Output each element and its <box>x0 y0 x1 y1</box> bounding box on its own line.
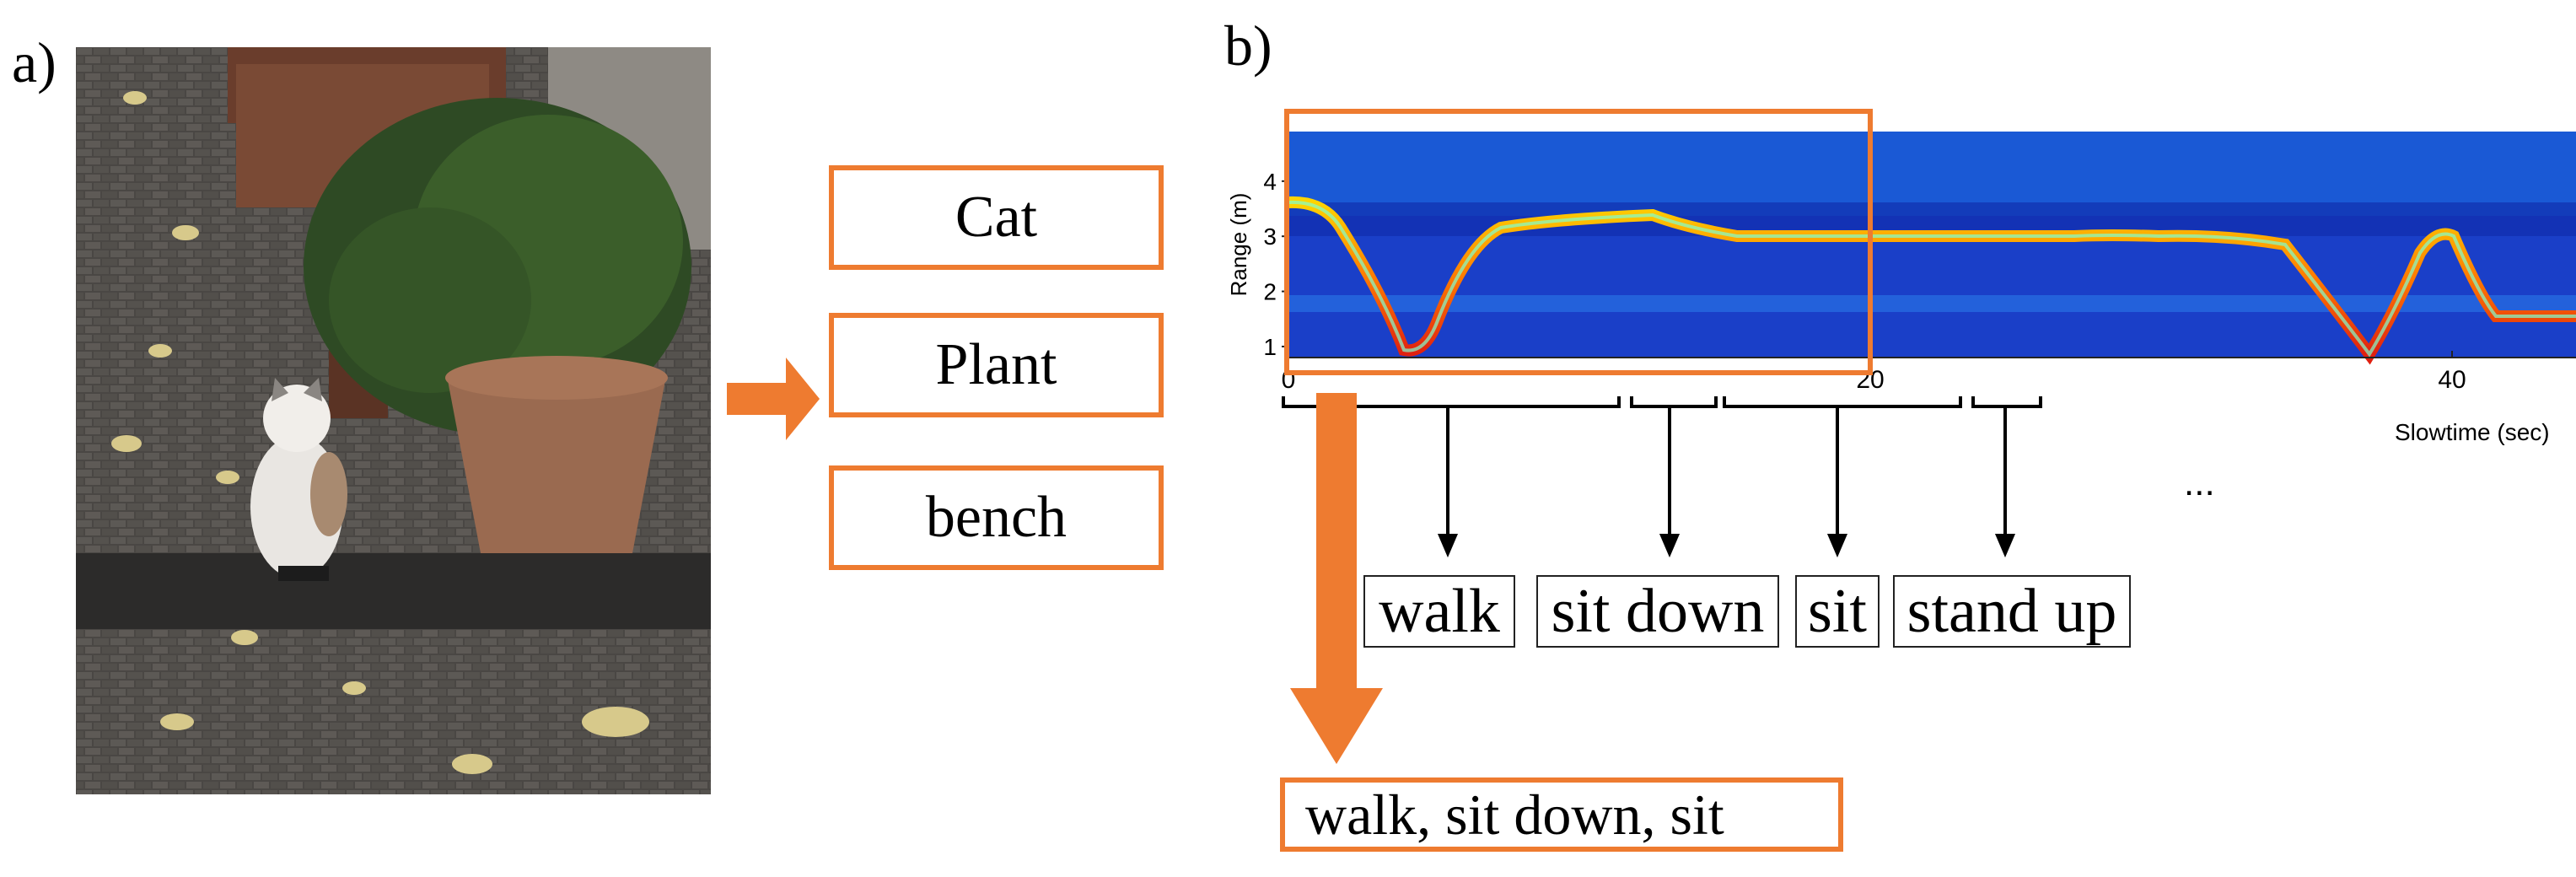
brace-sit <box>1723 396 1962 415</box>
y-tick-label: 4 <box>1263 169 1277 195</box>
y-tick-label: 1 <box>1263 334 1277 360</box>
activity-stand-up: stand up <box>1893 575 2131 648</box>
y-tick-label: 2 <box>1263 279 1277 305</box>
label-box-plant: Plant <box>829 313 1164 417</box>
selection-window <box>1284 109 1873 375</box>
cat-photo <box>76 47 711 794</box>
ellipsis: ... <box>2184 462 2215 503</box>
panel-b-label: b) <box>1224 13 1272 78</box>
brace-walk <box>1282 396 1621 415</box>
brace-sit-down <box>1630 396 1718 415</box>
x-axis-label: Slowtime (sec) <box>2395 419 2550 445</box>
arrow-down-icon <box>1290 393 1383 764</box>
activity-sit-down: sit down <box>1536 575 1779 648</box>
sequence-label-box: walk, sit down, sit <box>1280 777 1843 852</box>
label-box-cat: Cat <box>829 165 1164 270</box>
panel-a-label: a) <box>12 30 56 94</box>
activity-sit: sit <box>1795 575 1880 648</box>
x-tick-label: 40 <box>2438 366 2466 394</box>
segment-braces <box>1282 396 2042 558</box>
y-tick-label: 3 <box>1263 223 1277 250</box>
brace-stand-up <box>1971 396 2042 415</box>
arrow-right-icon <box>727 358 820 440</box>
activity-walk: walk <box>1363 575 1515 648</box>
y-axis-label: Range (m) <box>1226 193 1251 297</box>
label-box-bench: bench <box>829 465 1164 570</box>
